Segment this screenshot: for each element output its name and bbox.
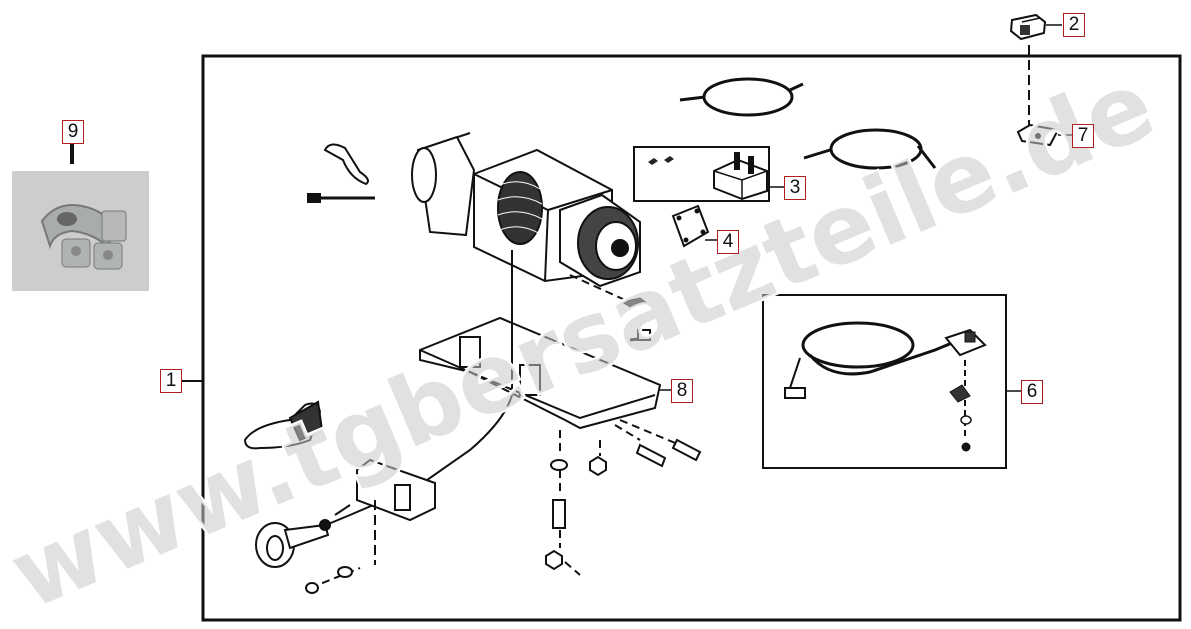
wire-rope-clip-image <box>12 171 149 291</box>
part-3-drawing <box>633 146 784 202</box>
callout-4[interactable]: 4 <box>717 230 739 254</box>
part-6-drawing <box>762 294 1022 469</box>
hook-drawing <box>243 400 331 568</box>
callout-8[interactable]: 8 <box>671 379 693 403</box>
callout-6[interactable]: 6 <box>1021 380 1043 404</box>
clip-and-bolt-drawing <box>307 143 375 203</box>
part-4-drawing <box>671 204 718 248</box>
cable-1-drawing <box>679 77 804 117</box>
part-2-drawing <box>1009 13 1062 125</box>
callout-3[interactable]: 3 <box>784 176 806 200</box>
connector-block-drawing <box>569 274 650 309</box>
part-7-drawing <box>1016 123 1072 147</box>
cable-2-drawing <box>803 128 937 170</box>
callout-1[interactable]: 1 <box>160 369 182 393</box>
callout-7[interactable]: 7 <box>1072 124 1094 148</box>
callout-2[interactable]: 2 <box>1063 13 1085 37</box>
fasteners-drawing <box>305 419 702 594</box>
winch-cable-drawing <box>289 300 513 541</box>
assembly-frame <box>201 54 1182 622</box>
winch-drawing <box>411 132 641 300</box>
mounting-plate-drawing <box>419 316 672 430</box>
fairlead-drawing <box>334 458 436 522</box>
wire-rope-clip-photo <box>12 171 149 291</box>
callout-9[interactable]: 9 <box>62 120 84 144</box>
